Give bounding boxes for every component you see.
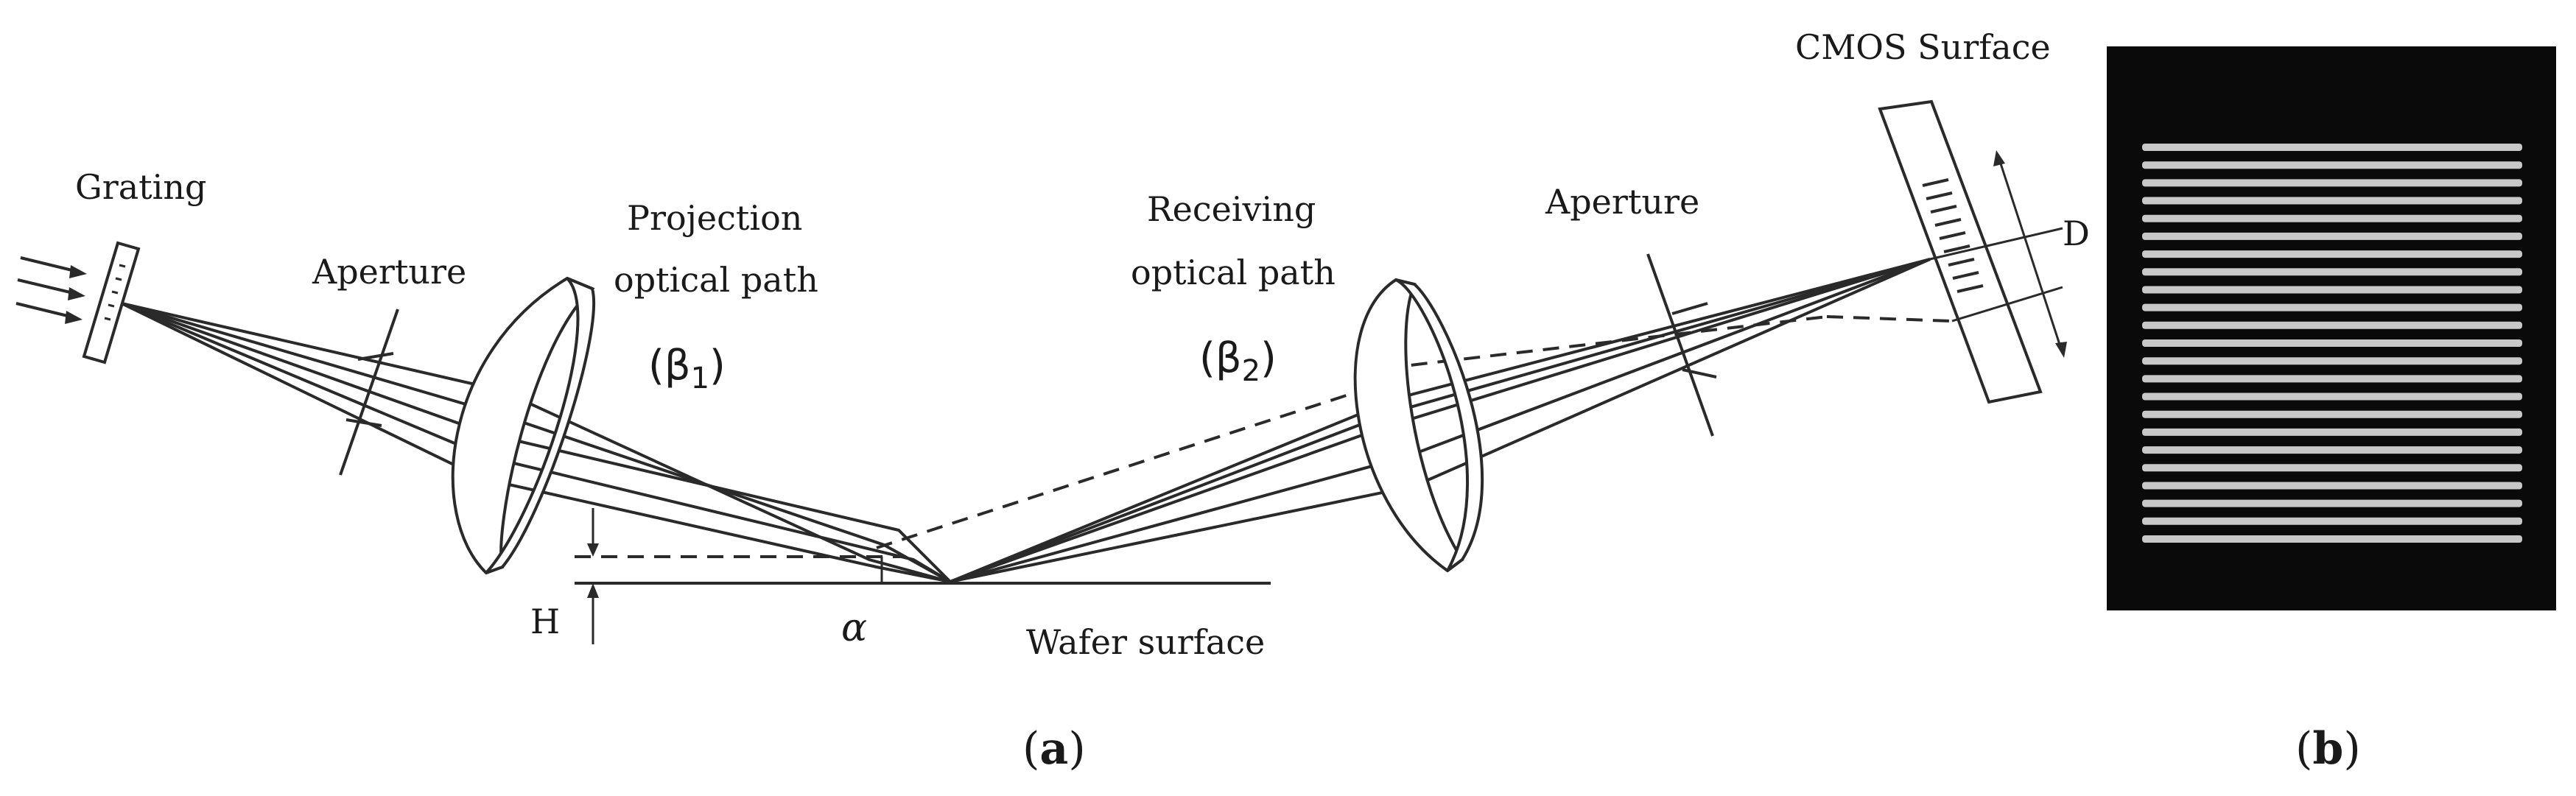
fringe-stripe [2142, 179, 2522, 187]
fringe-stripe [2142, 428, 2522, 436]
fringe-stripe [2142, 446, 2522, 454]
panel-b-close: ) [2343, 723, 2360, 775]
fringe-stripe [2142, 144, 2522, 151]
panel-a-open: ( [1022, 723, 1039, 775]
label-projection-line2: optical path [614, 260, 818, 300]
fringe-stripe [2142, 303, 2522, 311]
label-d: D [2063, 214, 2090, 253]
fringe-stripes [2142, 144, 2522, 543]
fringe-stripe [2142, 375, 2522, 383]
panel-a-letter: a [1039, 723, 1068, 775]
label-receiving-line2: optical path [1131, 253, 1336, 292]
fringe-stripe [2142, 464, 2522, 472]
label-cmos: CMOS Surface [1795, 27, 2051, 67]
fringe-stripe [2142, 517, 2522, 525]
fringe-stripe [2142, 357, 2522, 365]
fringe-stripe [2142, 286, 2522, 294]
displacement-d-marker [1929, 150, 2067, 358]
label-aperture-right: Aperture [1545, 182, 1699, 222]
label-beta1-sub: 1 [691, 362, 709, 395]
label-beta1-open: (β [648, 342, 691, 390]
label-aperture-left: Aperture [312, 252, 466, 292]
label-grating: Grating [75, 167, 206, 207]
height-h-arrows [587, 508, 599, 644]
fringe-stripe [2142, 410, 2522, 418]
fringe-stripe [2142, 482, 2522, 490]
panel-b-caption: (b) [2295, 723, 2361, 775]
label-projection-line1: Projection [627, 198, 802, 238]
label-beta1-close: ) [709, 342, 726, 390]
fringe-stripe [2142, 250, 2522, 258]
label-h: H [530, 602, 560, 641]
label-beta1: (β1) [648, 342, 726, 395]
fringe-stripe [2142, 232, 2522, 240]
label-alpha: α [841, 606, 867, 650]
incoming-light-arrows [15, 256, 87, 324]
panel-a-close: ) [1068, 723, 1085, 775]
fringe-stripe [2142, 197, 2522, 205]
panel-b-open: ( [2295, 723, 2312, 775]
aperture-right-element [1646, 253, 1717, 437]
fringe-stripe [2142, 339, 2522, 347]
label-receiving-line1: Receiving [1147, 189, 1316, 229]
grating-element [82, 241, 141, 364]
fringe-stripe [2142, 321, 2522, 329]
aperture-left-element [339, 309, 399, 476]
fringe-stripe [2142, 499, 2522, 507]
fringe-stripe [2142, 535, 2522, 543]
projection-lens [451, 276, 596, 575]
panel-a-caption: (a) [1022, 723, 1086, 775]
fringe-stripe [2142, 161, 2522, 169]
label-beta2-close: ) [1260, 334, 1277, 382]
label-beta2-open: (β [1199, 334, 1242, 382]
wafer-surface-lines [575, 555, 1271, 585]
fringe-stripe [2142, 268, 2522, 276]
label-beta2-sub: 2 [1242, 354, 1260, 388]
fringe-image-panel [2107, 46, 2556, 610]
projection-rays [121, 302, 952, 583]
label-wafer: Wafer surface [1026, 622, 1265, 662]
receiving-lens [1353, 278, 1484, 573]
label-beta2: (β2) [1199, 334, 1277, 388]
fringe-stripe [2142, 392, 2522, 401]
shifted-dashed-rays [876, 315, 1953, 549]
panel-b-letter: b [2312, 723, 2343, 775]
fringe-stripe [2142, 214, 2522, 222]
